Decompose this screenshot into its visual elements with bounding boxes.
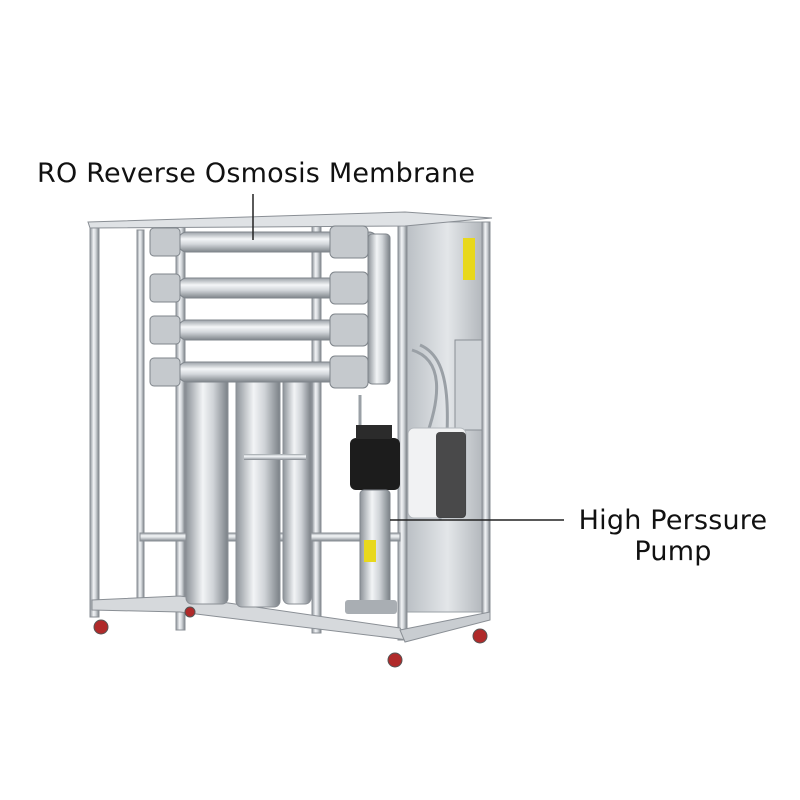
pump-label-line2: Pump xyxy=(634,536,712,568)
ro-membrane-housings xyxy=(149,225,391,389)
warning-sticker xyxy=(463,238,475,280)
filter-vessels xyxy=(185,371,312,608)
high-pressure-pump xyxy=(345,425,400,614)
casters xyxy=(93,606,488,668)
pump-label: High Perssure Pump xyxy=(568,505,778,567)
pump-label-line1: High Perssure xyxy=(578,505,768,536)
membrane-label: RO Reverse Osmosis Membrane xyxy=(37,158,476,189)
